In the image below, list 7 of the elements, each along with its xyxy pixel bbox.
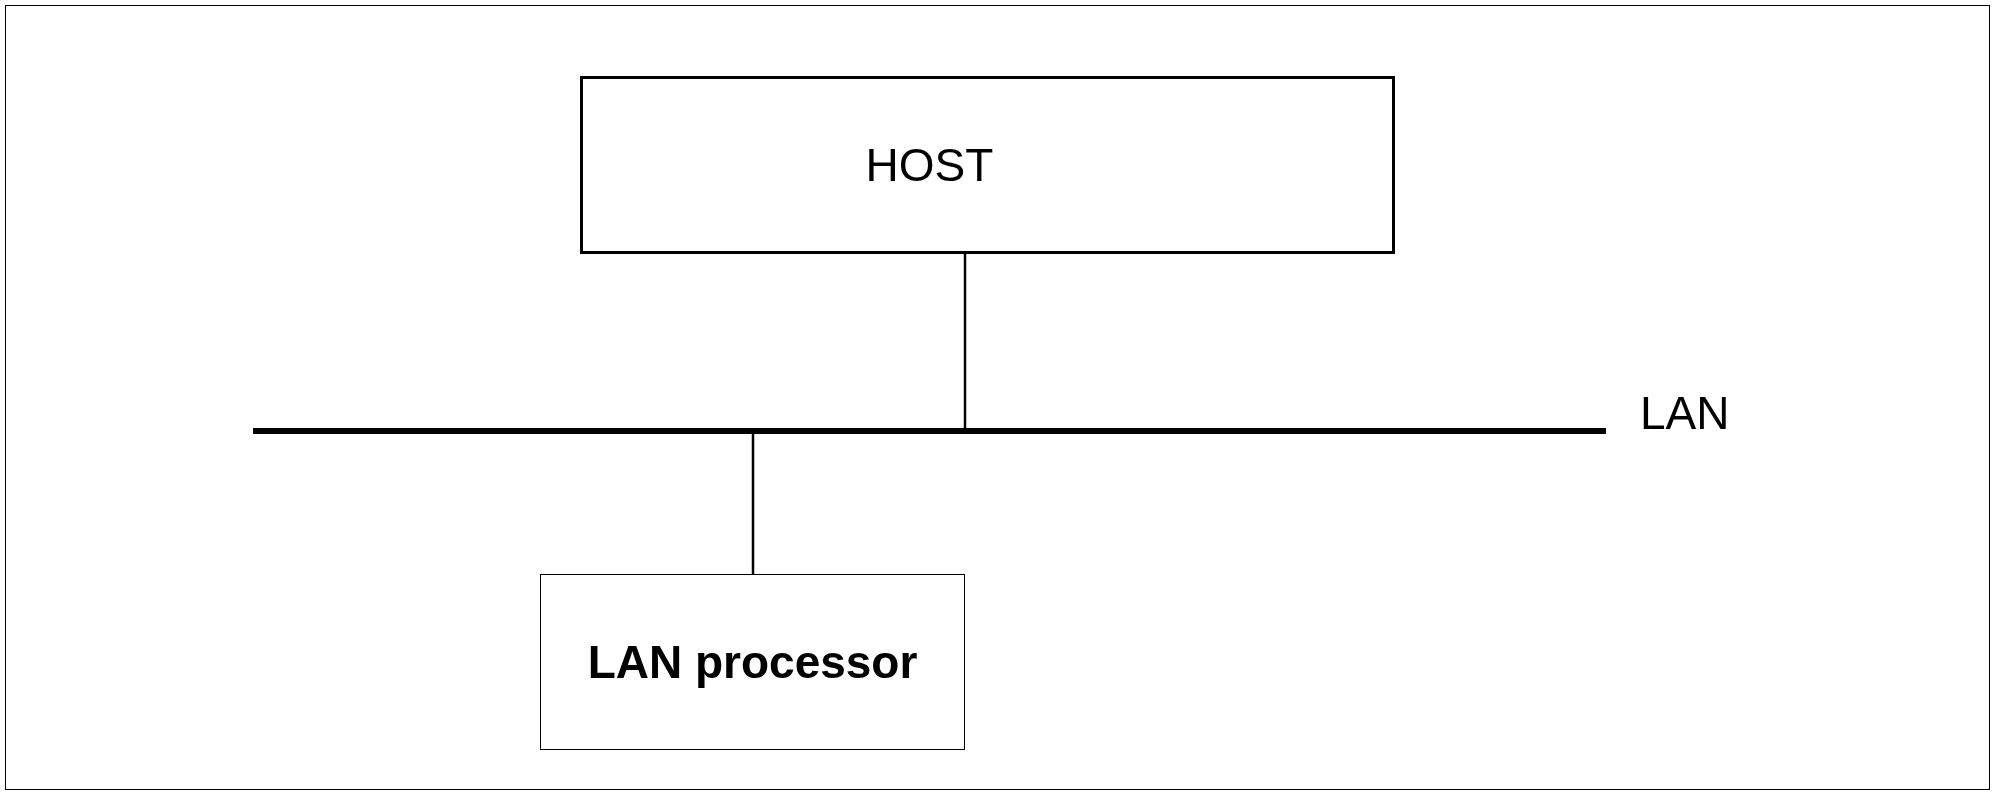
processor-box [540, 574, 965, 750]
host-box [580, 76, 1395, 254]
connector-line [963, 254, 967, 428]
box-label: HOST [865, 138, 994, 192]
box-label: LAN processor [587, 635, 918, 689]
connector-line [751, 434, 755, 574]
network-label: LAN [1640, 386, 1730, 440]
